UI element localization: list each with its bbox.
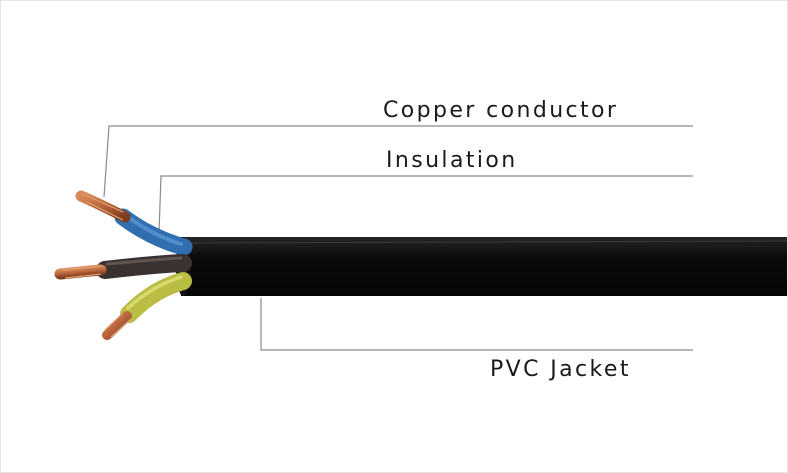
copper-conductor-label: Copper conductor	[383, 98, 619, 123]
blue-core	[75, 190, 193, 256]
brown-core	[54, 254, 192, 280]
yellow-green-core	[102, 272, 192, 340]
pvc-jacket-label: PVC Jacket	[490, 357, 631, 382]
copper-strands-brown-core	[54, 264, 107, 280]
leader-line-insulation	[158, 175, 693, 234]
leader-line-pvc-jacket	[260, 298, 693, 351]
copper-strands-blue-core	[75, 190, 131, 223]
insulation-label: Insulation	[386, 148, 518, 173]
copper-strands-yellow-green-core	[102, 311, 132, 340]
pvc-jacket	[176, 237, 787, 296]
leader-line-copper-conductor	[103, 125, 693, 198]
